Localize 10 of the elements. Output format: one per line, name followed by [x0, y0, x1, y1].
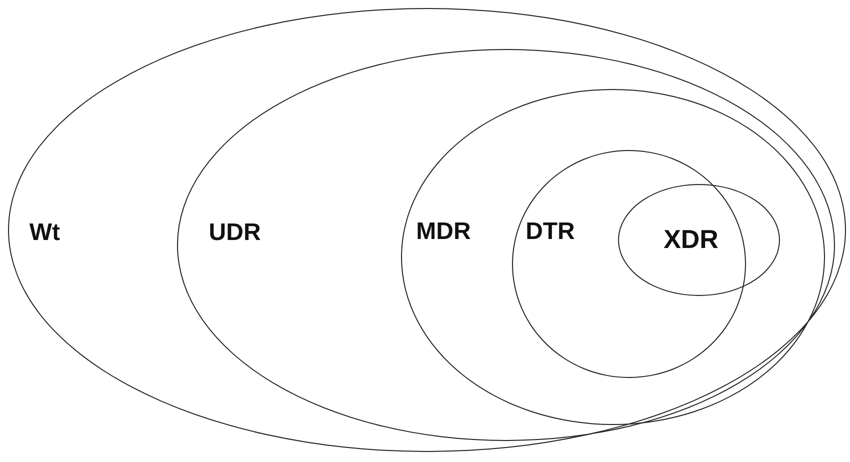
set-ellipse [8, 8, 846, 452]
set-ellipse [618, 184, 780, 296]
set-ellipse [177, 49, 836, 442]
set-label: DTR [526, 220, 575, 244]
set-ellipse [512, 150, 746, 378]
set-label: Wt [29, 221, 60, 246]
set-label: XDR [664, 226, 718, 252]
set-label: UDR [208, 220, 261, 245]
set-ellipse [400, 88, 825, 425]
set-label: MDR [416, 220, 471, 244]
